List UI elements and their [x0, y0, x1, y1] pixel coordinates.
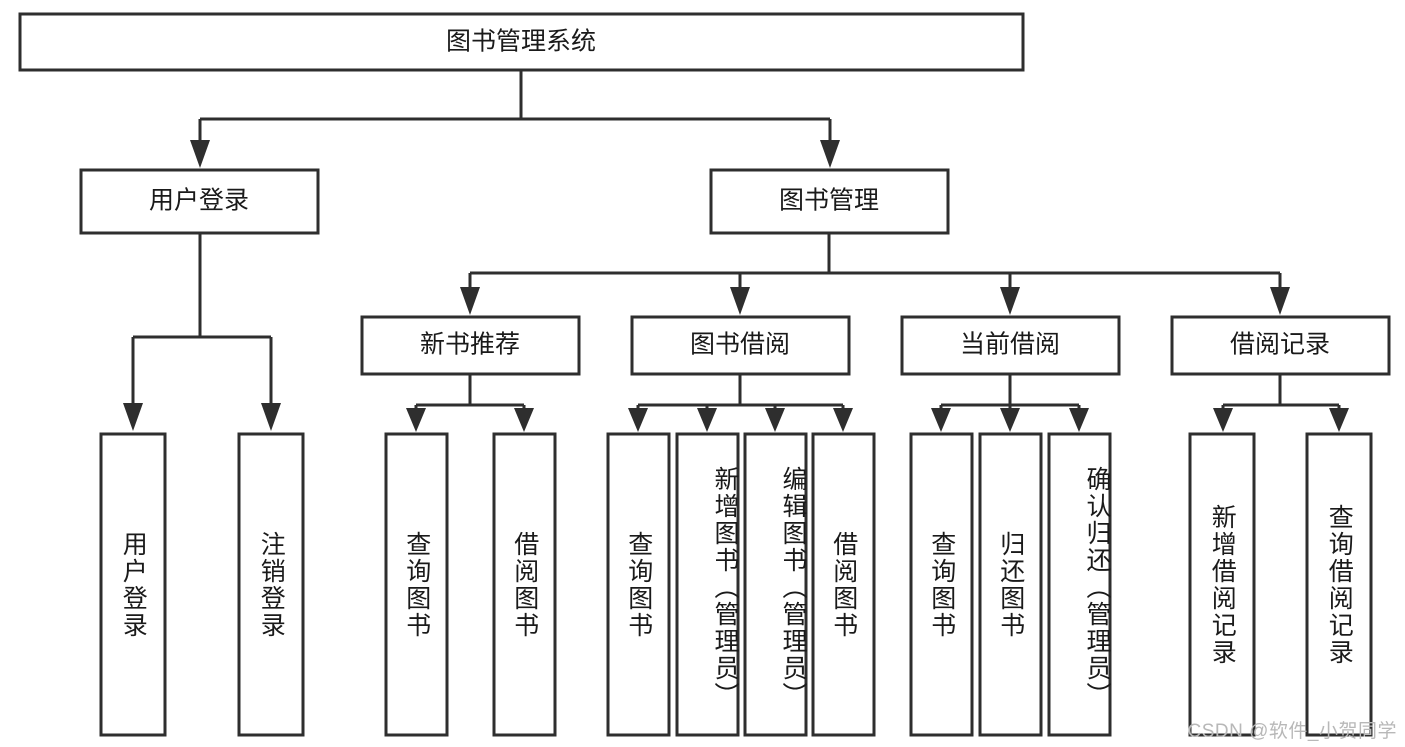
arrow-new-book-leaf-1: [406, 408, 426, 432]
arrow-level3-book-borrow: [730, 287, 750, 315]
leaf-box-book-borrow-1[interactable]: [606, 432, 671, 737]
node-current-borrow-box[interactable]: [900, 315, 1121, 376]
arrow-book-borrow-leaf-3: [765, 408, 785, 432]
node-book-manage[interactable]: 图书管理: [709, 168, 950, 235]
arrow-user-login-leaf-2: [261, 403, 281, 431]
node-book-borrow-label: 图书借阅: [690, 331, 790, 359]
node-new-book-recommend[interactable]: 新书推荐: [360, 315, 581, 376]
leaf-box-new-book-2[interactable]: [492, 432, 557, 737]
connector-book-manage-to-level3: [460, 233, 1290, 315]
leaf-box-current-borrow-2[interactable]: [978, 432, 1043, 737]
node-book-borrow[interactable]: 图书借阅: [630, 315, 851, 376]
arrow-level3-current-borrow: [1000, 287, 1020, 315]
node-root-label: 图书管理系统: [446, 28, 596, 56]
leaf-box-borrow-record-1[interactable]: [1188, 432, 1256, 737]
connector-new-book-to-leaves: [406, 374, 534, 432]
arrow-current-borrow-leaf-2: [1000, 408, 1020, 432]
arrow-level3-borrow-record: [1270, 287, 1290, 315]
arrow-borrow-record-leaf-2: [1329, 408, 1349, 432]
node-new-book-recommend-label: 新书推荐: [420, 331, 520, 359]
leaf-box-book-borrow-3[interactable]: [743, 432, 808, 737]
connector-root-to-level2: [190, 70, 840, 168]
leaf-box-user-login-1[interactable]: [99, 432, 167, 737]
arrow-current-borrow-leaf-1: [931, 408, 951, 432]
arrow-borrow-record-leaf-1: [1213, 408, 1233, 432]
node-root[interactable]: 图书管理系统: [18, 12, 1025, 72]
leaf-box-book-borrow-2[interactable]: [675, 432, 740, 737]
node-current-borrow-label: 当前借阅: [960, 331, 1060, 359]
leaf-box-book-borrow-4[interactable]: [811, 432, 876, 737]
node-user-login[interactable]: 用户登录: [79, 168, 320, 235]
leaf-box-new-book-1[interactable]: [384, 432, 449, 737]
connector-book-borrow-to-leaves: [628, 374, 853, 432]
leaf-box-current-borrow-1[interactable]: [909, 432, 974, 737]
arrow-book-borrow-leaf-2: [697, 408, 717, 432]
arrow-root-to-user-login: [190, 140, 210, 168]
arrow-root-to-book-manage: [820, 140, 840, 168]
arrow-book-borrow-leaf-4: [833, 408, 853, 432]
node-root-box[interactable]: [18, 12, 1025, 72]
arrow-level3-new-book: [460, 287, 480, 315]
csdn-watermark: CSDN @软件_小贺同学: [1187, 721, 1397, 742]
connector-user-login-to-leaves: [123, 233, 281, 431]
arrow-user-login-leaf-1: [123, 403, 143, 431]
leaf-box-borrow-record-2[interactable]: [1305, 432, 1373, 737]
node-user-login-box[interactable]: [79, 168, 320, 235]
node-user-login-label: 用户登录: [149, 187, 249, 215]
connector-borrow-record-to-leaves: [1213, 374, 1349, 432]
leaf-box-current-borrow-3[interactable]: [1047, 432, 1112, 737]
node-borrow-record-label: 借阅记录: [1230, 331, 1330, 359]
node-current-borrow[interactable]: 当前借阅: [900, 315, 1121, 376]
node-borrow-record[interactable]: 借阅记录: [1170, 315, 1391, 376]
arrow-book-borrow-leaf-1: [628, 408, 648, 432]
connector-current-borrow-to-leaves: [931, 374, 1089, 432]
node-book-manage-label: 图书管理: [779, 187, 879, 215]
arrow-new-book-leaf-2: [514, 408, 534, 432]
arrow-current-borrow-leaf-3: [1069, 408, 1089, 432]
leaf-box-user-login-2[interactable]: [237, 432, 305, 737]
node-new-book-recommend-box[interactable]: [360, 315, 581, 376]
